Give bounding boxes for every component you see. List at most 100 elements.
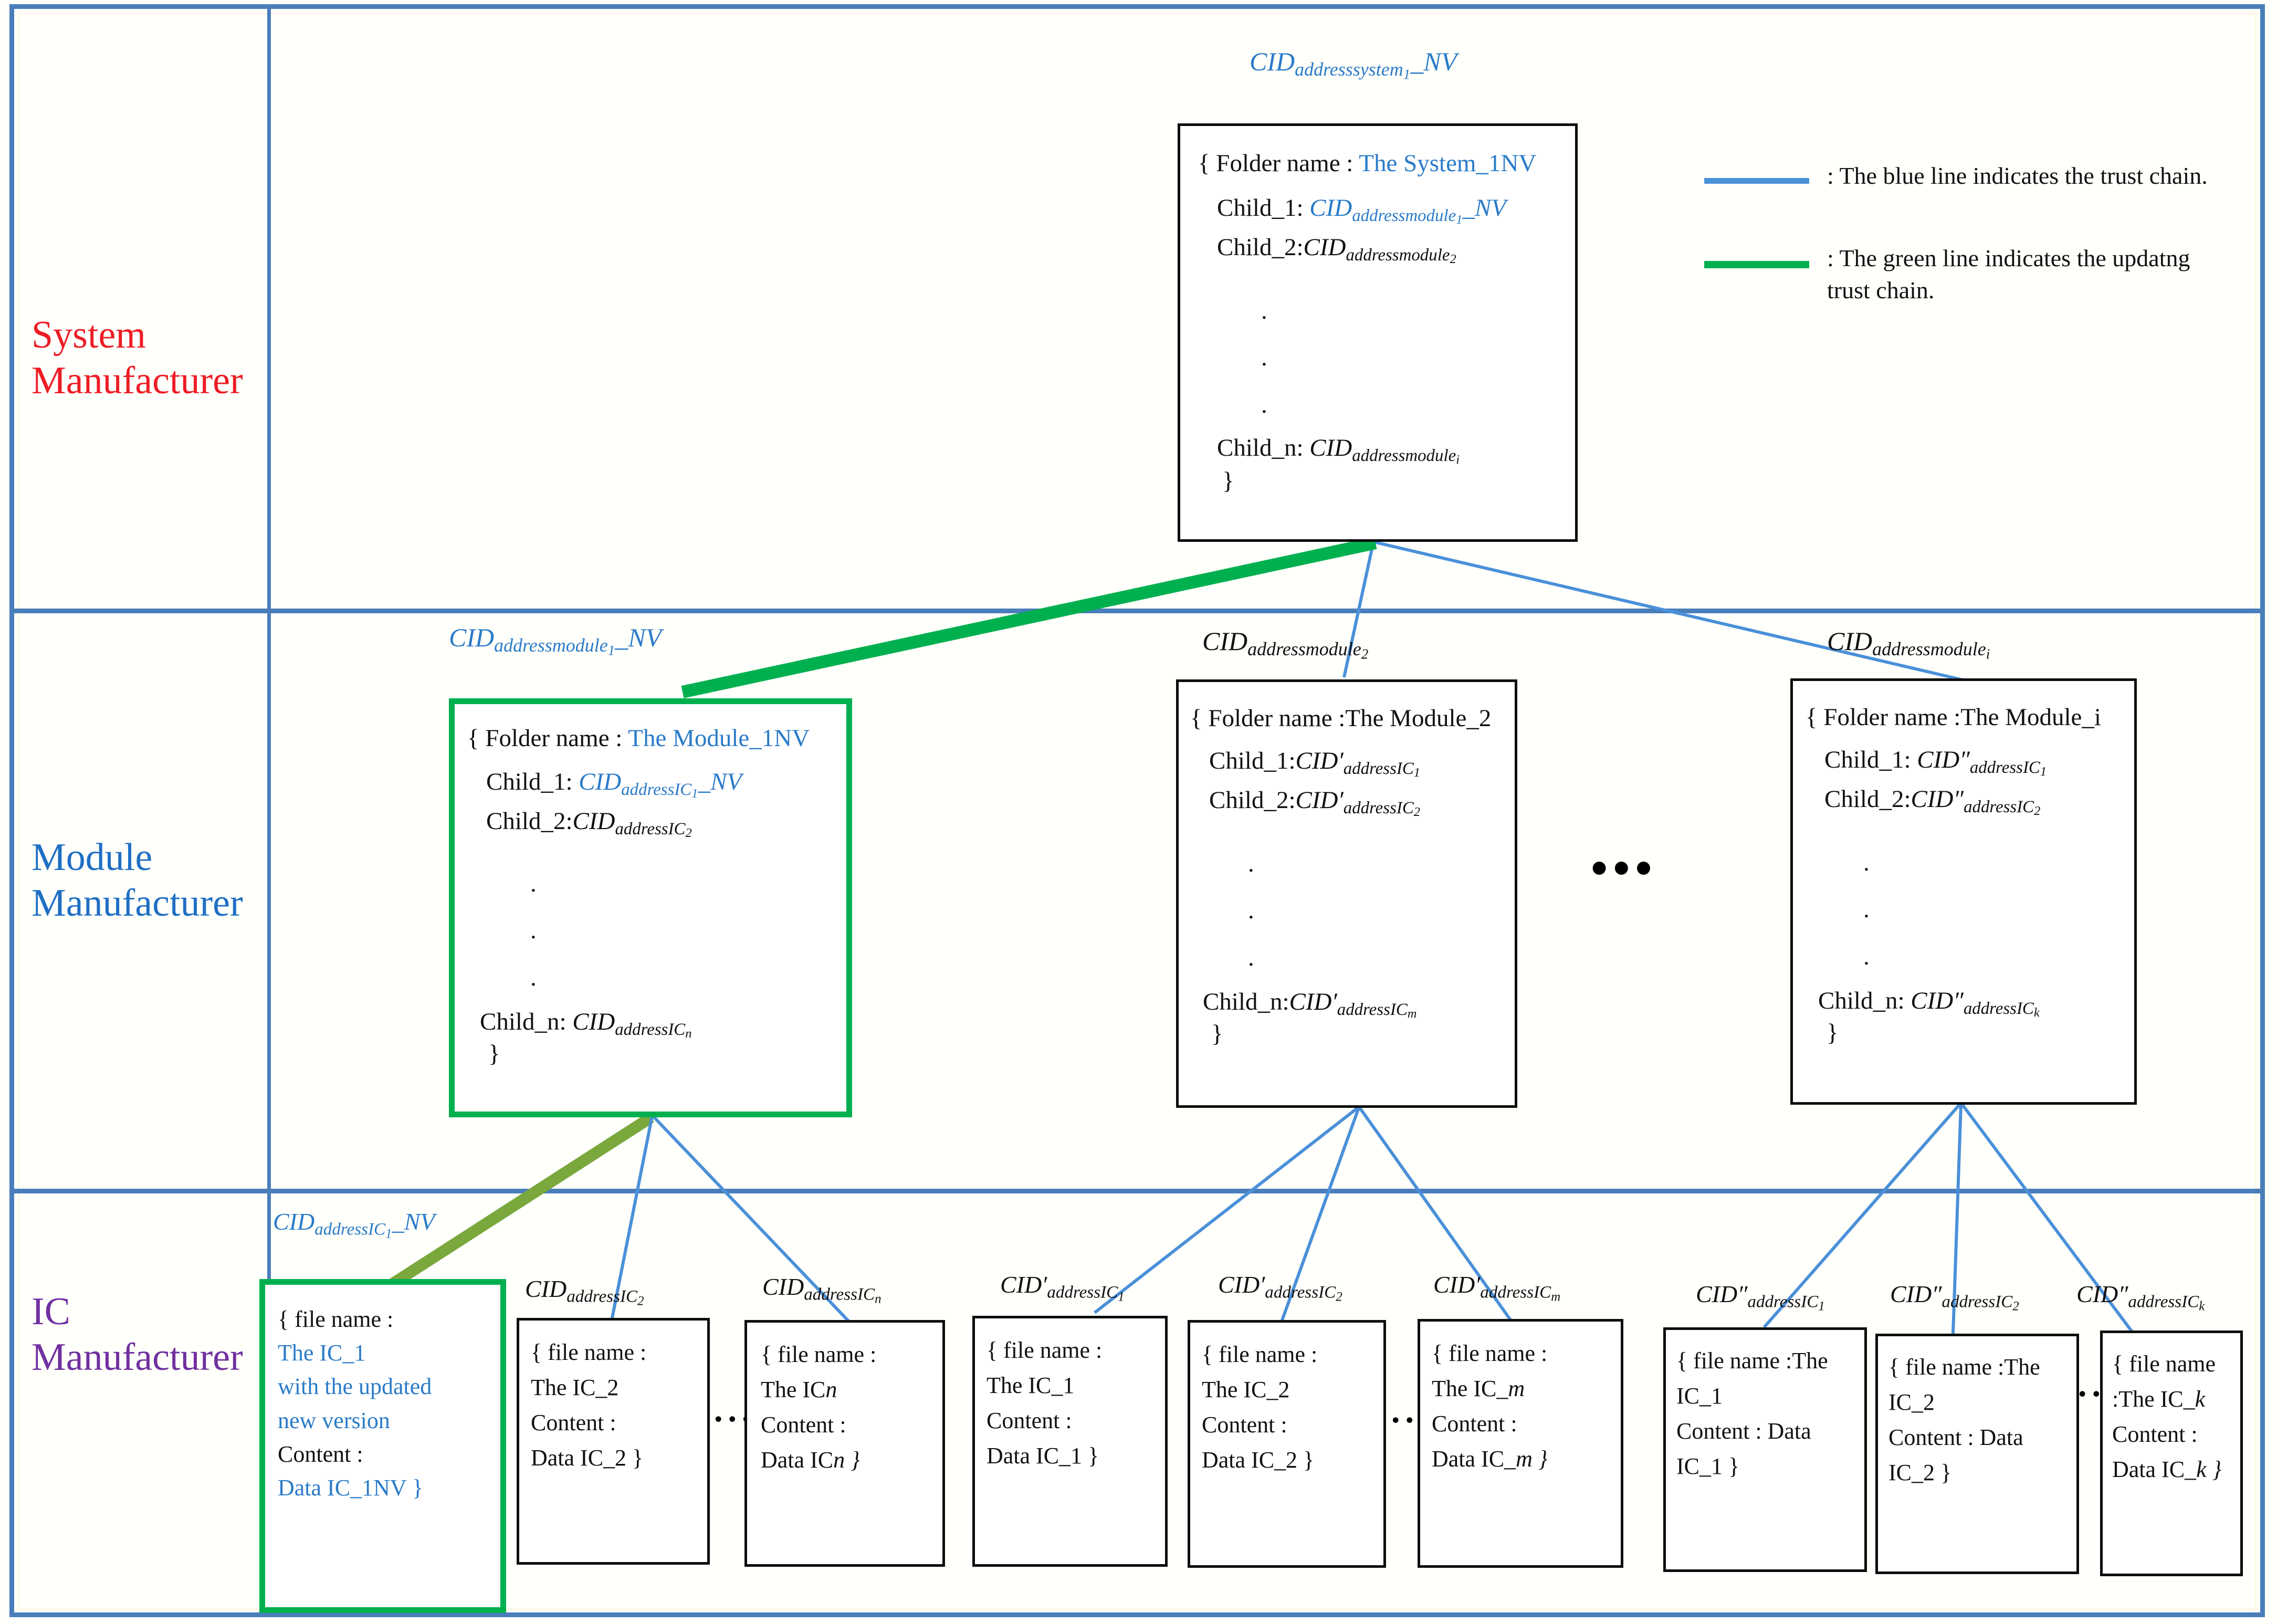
ic1nv-line-2: The IC_1	[278, 1340, 366, 1366]
cid-label-ic2: CIDaddressIC2	[525, 1275, 644, 1308]
icpm-line-1: { file name :	[1432, 1340, 1548, 1366]
node-icpp-k[interactable]: { file name :The IC_k Content : Data IC_…	[2100, 1330, 2243, 1576]
module1-child2-label: Child_2:	[486, 807, 573, 835]
icn-line-4: Data ICn }	[761, 1447, 860, 1473]
node-module-i[interactable]: { Folder name :The Module_i Child_1: CID…	[1790, 678, 2137, 1105]
cid-label-modulei: CIDaddressmodulei	[1827, 626, 1990, 662]
cid-label-icpm: CID′addressICm	[1433, 1271, 1561, 1304]
ic1nv-line-6: Data IC_1NV }	[278, 1475, 423, 1501]
module2-child1-label: Child_1:	[1209, 747, 1296, 774]
node-icp-2[interactable]: { file name : The IC_2 Content : Data IC…	[1188, 1320, 1386, 1568]
modulei-folder-label: { Folder name :	[1806, 704, 1961, 731]
icpp1-line-1: { file name :The	[1676, 1348, 1828, 1374]
system-folder-value: The System_1NV	[1359, 150, 1537, 177]
cid-label-module1-nv: CIDaddressmodule1_NV	[449, 623, 662, 658]
cid-label-icn: CIDaddressICn	[762, 1273, 882, 1306]
cid-label-module2: CIDaddressmodule2	[1202, 626, 1369, 662]
system-folder-label: { Folder name :	[1198, 150, 1359, 177]
node-ic-n[interactable]: { file name : The ICn Content : Data ICn…	[744, 1320, 945, 1567]
module1-childn-label: Child_n:	[480, 1008, 573, 1036]
icn-line-2: The ICn	[761, 1376, 837, 1402]
legend-text-green: : The green line indicates the updatng t…	[1827, 245, 2190, 303]
icn-line-1: { file name :	[761, 1342, 877, 1367]
node-module-2[interactable]: { Folder name :The Module_2 Child_1:CID′…	[1176, 679, 1517, 1108]
modulei-folder-value: The Module_i	[1960, 704, 2101, 731]
icpp2-line-1: { file name :The	[1888, 1354, 2040, 1380]
cid-label-icp2: CID′addressIC2	[1218, 1271, 1342, 1304]
module-row-ellipsis: •••	[1591, 841, 1657, 895]
icp2-line-4: Data IC_2 }	[1202, 1447, 1315, 1473]
lane-label-ic-manufacturer: IC Manufacturer	[32, 1290, 243, 1379]
node-icpp-2[interactable]: { file name :The IC_2 Content : Data IC_…	[1875, 1334, 2079, 1574]
node-ic-2[interactable]: { file name : The IC_2 Content : Data IC…	[517, 1318, 710, 1565]
ic2-line-3: Content :	[531, 1409, 616, 1436]
system-childn-label: Child_n:	[1217, 434, 1310, 462]
icpp1-line-4: IC_1 }	[1676, 1453, 1740, 1479]
icppk-line-2: :The IC_k	[2112, 1386, 2206, 1412]
module1-child1-label: Child_1:	[486, 768, 579, 795]
modulei-child1-label: Child_1:	[1824, 746, 1917, 773]
ic2-line-1: { file name :	[531, 1339, 647, 1365]
module2-child2-label: Child_2:	[1209, 786, 1296, 814]
lane-divider-system-module	[14, 609, 2265, 613]
icppk-line-1: { file name	[2112, 1351, 2216, 1377]
icpp1-line-2: IC_1	[1676, 1382, 1723, 1409]
icp1-line-2: The IC_1	[987, 1372, 1075, 1398]
ic1nv-line-3: with the updated	[278, 1374, 432, 1400]
diagram-frame-inner	[18, 13, 2257, 1610]
node-icp-m[interactable]: { file name : The IC_m Content : Data IC…	[1418, 1319, 1623, 1568]
legend-text-blue: : The blue line indicates the trust chai…	[1827, 162, 2208, 189]
icpp1-line-3: Content : Data	[1676, 1418, 1811, 1444]
icp1-line-1: { file name :	[987, 1337, 1103, 1363]
icp2-line-1: { file name :	[1202, 1342, 1318, 1367]
system-closing-brace: }	[1222, 467, 1234, 495]
ic2-line-2: The IC_2	[531, 1374, 619, 1400]
icppk-line-4: Data IC_k }	[2112, 1456, 2222, 1482]
cid-label-icpp1: CID″addressIC1	[1696, 1281, 1825, 1314]
cid-label-ic1-nv: CIDaddressIC1_NV	[273, 1208, 435, 1241]
ic1nv-line-4: new version	[278, 1407, 390, 1433]
ic1nv-line-5: Content :	[278, 1441, 363, 1467]
module1-closing-brace: }	[488, 1040, 500, 1067]
module1-folder-value: The Module_1NV	[628, 725, 810, 752]
icpm-line-2: The IC_m	[1432, 1375, 1525, 1401]
cid-label-icp1: CID′addressIC1	[1000, 1271, 1125, 1304]
node-system-1nv[interactable]: { Folder name : The System_1NV Child_1: …	[1178, 123, 1578, 542]
module2-closing-brace: }	[1211, 1020, 1223, 1047]
icpp2-line-3: Content : Data	[1888, 1424, 2023, 1450]
modulei-child2-label: Child_2:	[1824, 785, 1911, 813]
ic1nv-line-1: { file name :	[278, 1306, 394, 1332]
legend-swatch-green-line	[1704, 261, 1809, 268]
module1-folder-label: { Folder name :	[467, 725, 628, 752]
lane-label-column-divider	[267, 7, 271, 1615]
node-icp-1[interactable]: { file name : The IC_1 Content : Data IC…	[972, 1316, 1168, 1567]
ic-group1-ellipsis: ...	[714, 1391, 756, 1429]
node-icpp-1[interactable]: { file name :The IC_1 Content : Data IC_…	[1663, 1327, 1867, 1572]
node-ic-1nv[interactable]: { file name : The IC_1 with the updated …	[259, 1279, 506, 1613]
icp2-line-3: Content :	[1202, 1411, 1287, 1438]
icn-line-3: Content :	[761, 1411, 846, 1438]
lane-divider-module-ic	[14, 1189, 2265, 1193]
legend-swatch-blue-line	[1704, 178, 1809, 184]
icppk-line-3: Content :	[2112, 1421, 2198, 1447]
cid-label-system-1nv: CIDaddresssystem1_NV	[1250, 47, 1457, 82]
icp1-line-4: Data IC_1 }	[987, 1442, 1099, 1469]
node-module-1nv[interactable]: { Folder name : The Module_1NV Child_1: …	[449, 698, 852, 1117]
icpp2-line-2: IC_2	[1888, 1389, 1935, 1415]
icpm-line-3: Content :	[1432, 1410, 1517, 1437]
module2-folder-label: { Folder name :	[1190, 705, 1346, 732]
icpp2-line-4: IC_2 }	[1888, 1459, 1952, 1485]
icp2-line-2: The IC_2	[1202, 1376, 1290, 1402]
icp1-line-3: Content :	[987, 1407, 1072, 1433]
module2-childn-label: Child_n:	[1203, 988, 1289, 1016]
system-child1-label: Child_1:	[1217, 194, 1310, 222]
modulei-childn-label: Child_n:	[1818, 987, 1911, 1015]
module2-folder-value: The Module_2	[1345, 705, 1492, 732]
lane-label-module-manufacturer: Module Manufacturer	[32, 836, 243, 925]
modulei-closing-brace: }	[1827, 1019, 1839, 1046]
cid-label-icppk: CID″addressICk	[2076, 1281, 2205, 1314]
system-child2-label: Child_2:	[1217, 233, 1304, 261]
lane-label-system-manufacturer: System Manufacturer	[32, 313, 243, 403]
ic2-line-4: Data IC_2 }	[531, 1444, 644, 1471]
